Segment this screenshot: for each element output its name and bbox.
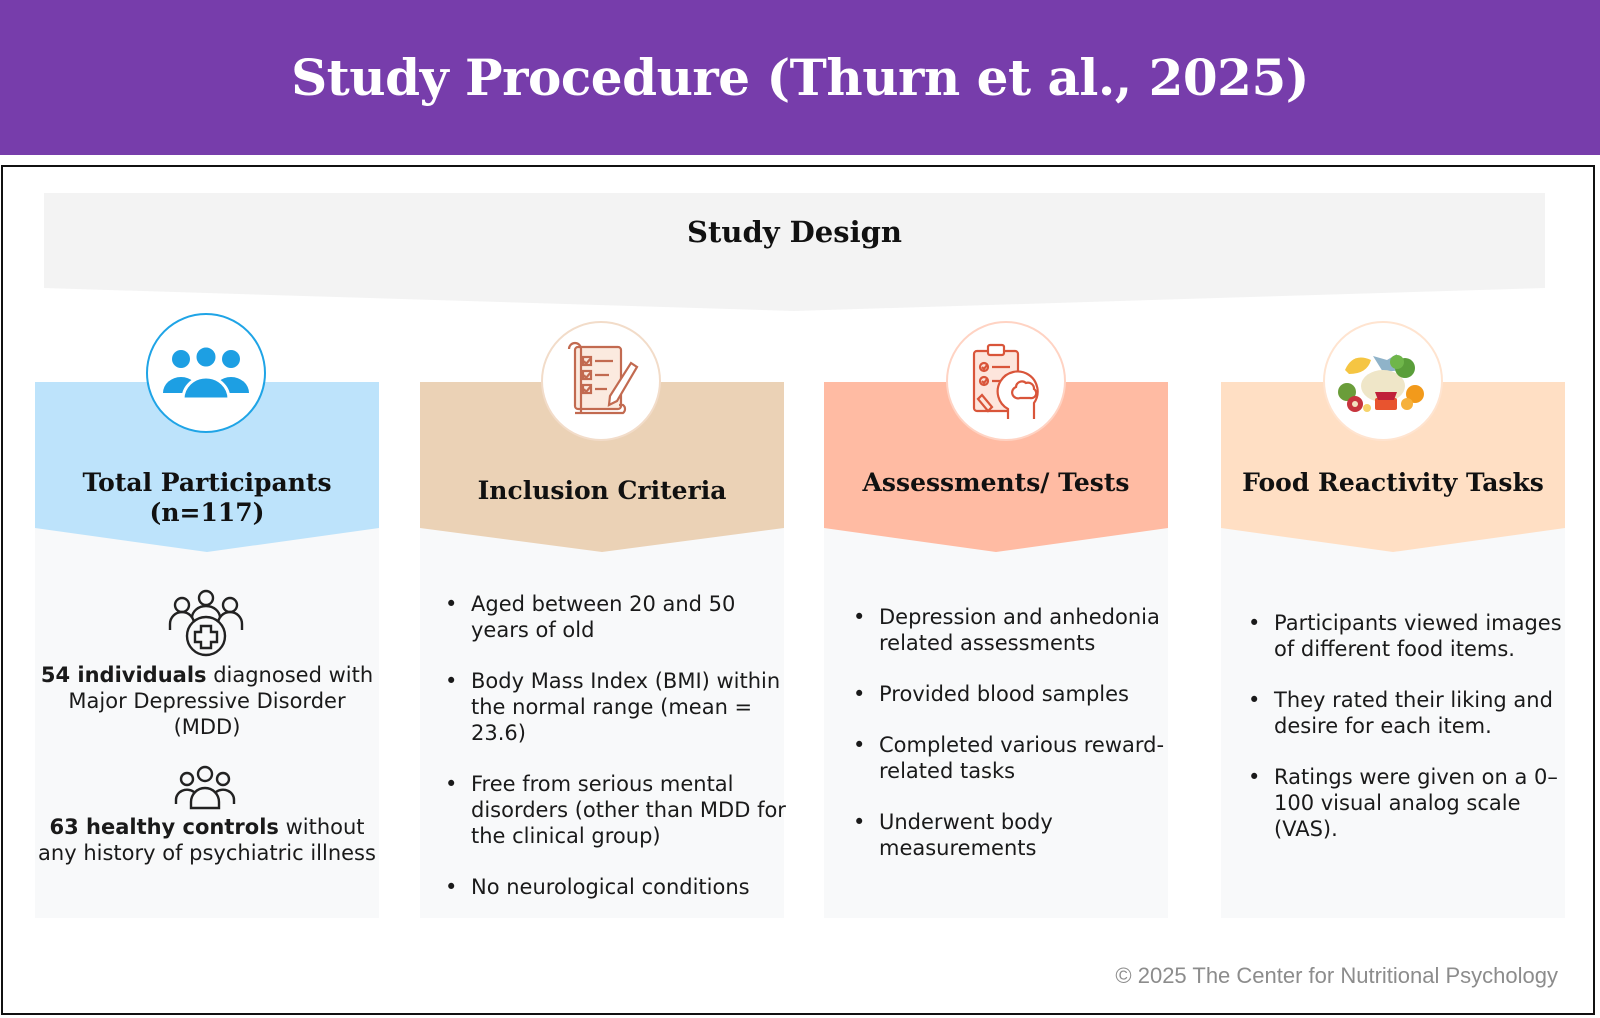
study-design-title: Study Design	[687, 215, 902, 249]
food-list: Participants viewed images of different …	[1247, 610, 1574, 842]
food-icon	[1323, 321, 1443, 441]
study-design-banner	[44, 193, 1545, 311]
medical-group-icon	[168, 589, 244, 657]
page-title: Study Procedure (Thurn et al., 2025)	[291, 48, 1309, 107]
copyright-footer: © 2025 The Center for Nutritional Psycho…	[1115, 963, 1558, 988]
card-band	[35, 382, 379, 552]
list-item: Completed various reward-related tasks	[853, 732, 1179, 784]
control-count: 63 healthy controls	[49, 815, 279, 839]
people-icon	[174, 765, 236, 810]
assessments-list: Depression and anhedonia related assessm…	[852, 604, 1179, 861]
card-title-count: (n=117)	[149, 498, 265, 527]
list-item: Free from serious mental disorders (othe…	[445, 771, 791, 849]
inclusion-list: Aged between 20 and 50 years of old Body…	[444, 591, 791, 900]
card-title: Food Reactivity Tasks	[1242, 468, 1544, 497]
participants-control-text: 63 healthy controls without any history …	[37, 814, 377, 866]
card-band	[1221, 382, 1565, 552]
checklist-icon	[541, 321, 661, 441]
list-item: No neurological conditions	[445, 874, 791, 900]
card-title: Assessments/ Tests	[862, 468, 1130, 497]
list-item: Aged between 20 and 50 years of old	[445, 591, 791, 643]
mdd-description: diagnosed with Major Depressive Disorder…	[68, 663, 374, 739]
card-title: Inclusion Criteria	[477, 476, 727, 505]
list-item: Ratings were given on a 0–100 visual ana…	[1248, 764, 1574, 842]
card-band	[824, 382, 1168, 552]
list-item: Underwent body measurements	[853, 809, 1179, 861]
control-description: without any history of psychiatric illne…	[38, 815, 376, 865]
card-band	[420, 382, 784, 552]
list-item: Provided blood samples	[853, 681, 1179, 707]
list-item: Body Mass Index (BMI) within the normal …	[445, 668, 791, 746]
list-item: Participants viewed images of different …	[1248, 610, 1574, 662]
group-icon	[146, 313, 266, 433]
content-frame	[1, 165, 1595, 1015]
list-item: They rated their liking and desire for e…	[1248, 687, 1574, 739]
clipboard-brain-icon	[946, 321, 1066, 441]
list-item: Depression and anhedonia related assessm…	[853, 604, 1179, 656]
header-bar: Study Procedure (Thurn et al., 2025)	[0, 0, 1600, 155]
mdd-count: 54 individuals	[40, 663, 207, 687]
participants-mdd-text: 54 individuals diagnosed with Major Depr…	[37, 662, 377, 740]
card-title-line: Total Participants	[82, 468, 332, 497]
card-title: Total Participants (n=117)	[35, 468, 379, 528]
